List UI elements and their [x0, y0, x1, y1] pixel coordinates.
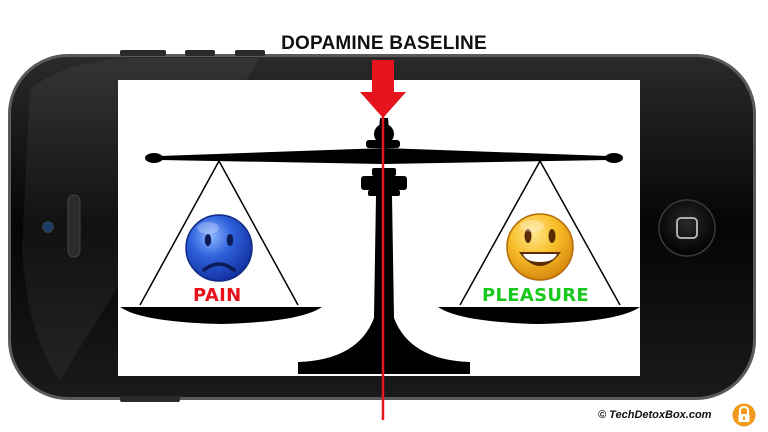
- happy-face-icon: [506, 213, 574, 281]
- credit: © TechDetoxBox.com: [598, 409, 711, 421]
- copyright-symbol: ©: [598, 409, 607, 421]
- camera-icon: [42, 221, 54, 233]
- right-pan-dish: [438, 307, 640, 324]
- page-title: DOPAMINE BASELINE: [281, 33, 487, 54]
- arrow-down-icon: [360, 60, 406, 118]
- sad-face-icon: [185, 214, 253, 282]
- pleasure-label: PLEASURE: [482, 285, 590, 306]
- left-pan: [139, 160, 299, 306]
- lock-icon: [732, 403, 756, 427]
- pain-label: PAIN: [193, 285, 242, 306]
- right-pan: [459, 160, 621, 306]
- left-pan-dish: [120, 307, 322, 324]
- speaker-icon: [67, 194, 81, 258]
- credit-text: TechDetoxBox.com: [609, 409, 712, 421]
- home-button-icon: [658, 199, 716, 257]
